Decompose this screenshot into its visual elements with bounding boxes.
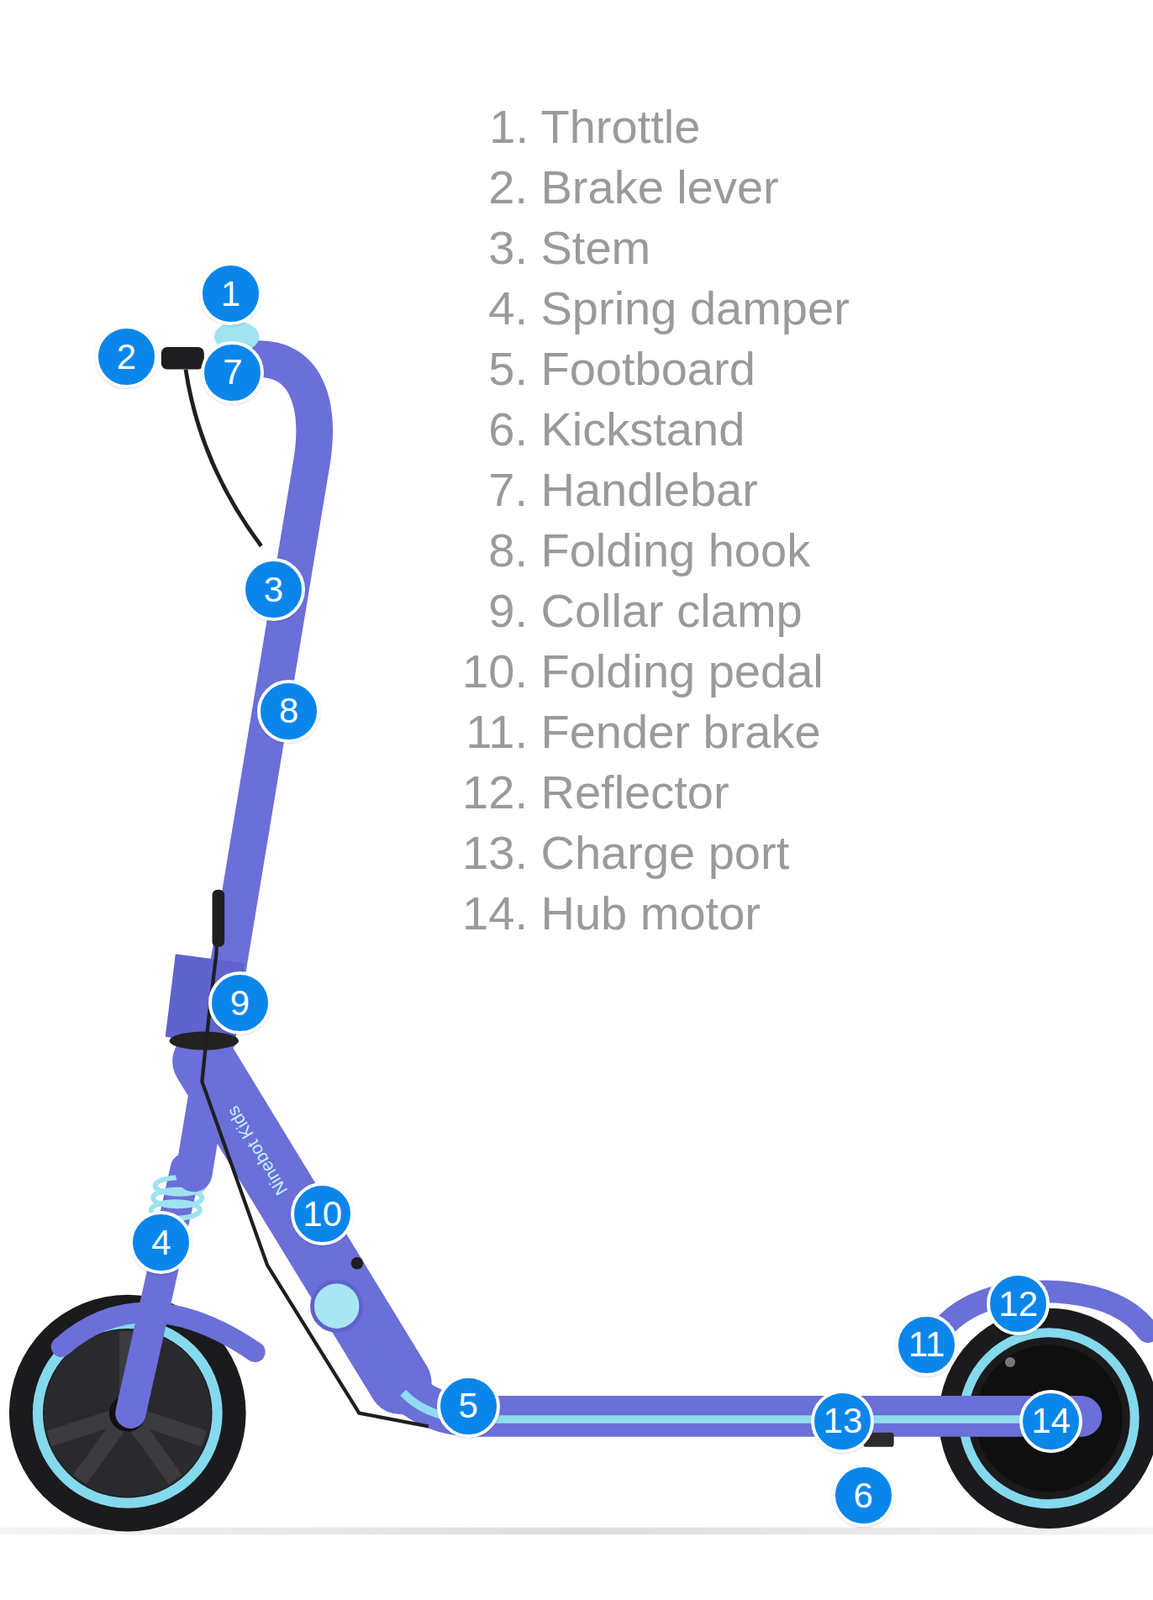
- callout-number: 1: [199, 262, 263, 326]
- callout-number: 9: [208, 971, 272, 1035]
- part-label: 7. Handlebar: [488, 466, 759, 514]
- callout-text: 13: [823, 1403, 864, 1439]
- pedal-pin: [351, 1257, 364, 1270]
- callout-number: 11: [895, 1313, 959, 1377]
- part-label: 12. Reflector: [462, 768, 730, 817]
- cable: [201, 895, 429, 1427]
- callout-text: 3: [263, 572, 284, 608]
- callout-number: 5: [436, 1374, 501, 1438]
- cable-clip: [212, 889, 226, 948]
- callout-text: 11: [908, 1326, 946, 1363]
- callout-number: 8: [257, 679, 321, 743]
- callout-number: 14: [1019, 1389, 1083, 1454]
- callout-number: 2: [94, 325, 158, 389]
- callout-number: 6: [831, 1463, 896, 1527]
- callout-text: 10: [302, 1196, 343, 1232]
- part-label: 3. Stem: [488, 224, 651, 272]
- part-label: 11. Fender brake: [465, 708, 821, 756]
- callout-number: 10: [290, 1182, 354, 1246]
- callout-number: 4: [129, 1210, 193, 1275]
- part-label: 8. Folding hook: [488, 526, 811, 574]
- part-label: 9. Collar clamp: [488, 587, 802, 635]
- part-label: 5. Footboard: [488, 345, 756, 393]
- callout-text: 1: [221, 276, 241, 312]
- callout-text: 4: [151, 1225, 171, 1261]
- callout-text: 2: [116, 339, 137, 375]
- callout-text: 6: [852, 1478, 873, 1514]
- callout-number: 3: [242, 558, 306, 622]
- callout-text: 12: [998, 1286, 1038, 1322]
- part-label: 14. Hub motor: [462, 889, 761, 938]
- callout-text: 5: [458, 1388, 479, 1424]
- callout-text: 14: [1031, 1403, 1071, 1439]
- part-label: 4. Spring damper: [488, 284, 850, 332]
- part-label: 2. Brake lever: [488, 163, 780, 211]
- deck-stripe: [403, 1392, 1072, 1420]
- part-label: 13. Charge port: [462, 829, 790, 877]
- grip: [161, 347, 205, 370]
- callout-text: 7: [222, 354, 243, 390]
- neck-plate: [204, 1061, 401, 1383]
- stem: [194, 358, 315, 1174]
- callout-text: 8: [279, 693, 299, 729]
- callout-number: 7: [200, 341, 264, 405]
- part-label: 10. Folding pedal: [462, 647, 824, 695]
- ground-shadow: [0, 1527, 1153, 1535]
- folding-pedal: [312, 1281, 362, 1331]
- callout-number: 13: [810, 1389, 874, 1454]
- part-label: 1. Throttle: [489, 103, 701, 151]
- part-label: 6. Kickstand: [488, 405, 745, 453]
- callout-number: 12: [986, 1272, 1050, 1336]
- callout-text: 9: [230, 985, 250, 1022]
